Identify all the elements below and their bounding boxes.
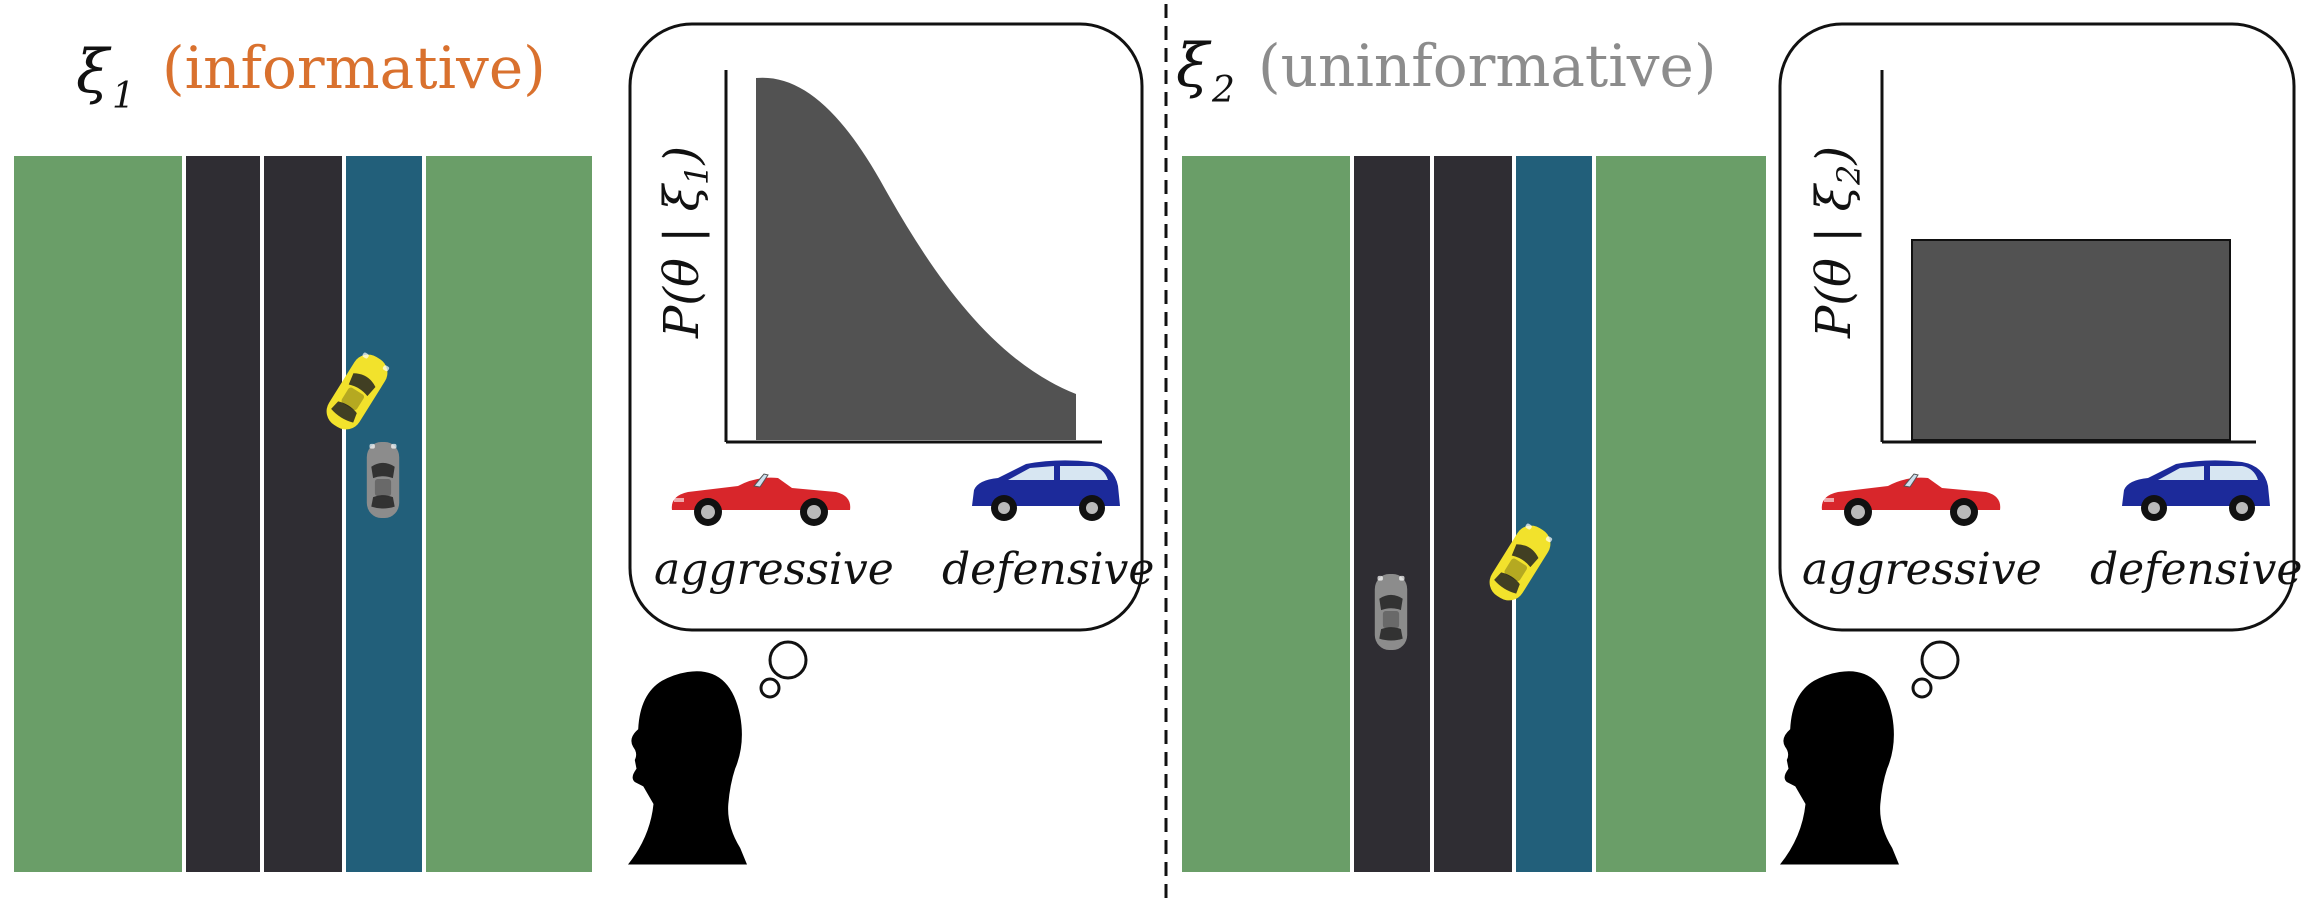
- panel-2-symbol: ξ: [1176, 31, 1212, 101]
- road-2: [1182, 156, 1766, 872]
- lane-line-1a: [182, 156, 186, 872]
- grass-right-1: [426, 156, 592, 872]
- caption-aggressive-1: aggressive: [654, 544, 894, 595]
- panel-2: ξ 2 (uninformative) P(θ | ξ2) aggressive…: [1176, 22, 2302, 872]
- lane-line-2b: [1430, 156, 1434, 872]
- caption-defensive-1: defensive: [942, 544, 1154, 595]
- panel-2-subscript: 2: [1211, 70, 1235, 111]
- thought-bubble-large-2-icon: [1920, 640, 1960, 680]
- road-1: [14, 156, 592, 872]
- lane-1b: [264, 156, 342, 872]
- lane-line-2a: [1350, 156, 1354, 872]
- panel-1-symbol: ξ: [76, 37, 112, 107]
- lane-2b: [1434, 156, 1512, 872]
- thought-bubble-large-1-icon: [768, 640, 808, 680]
- caption-defensive-2: defensive: [2090, 544, 2302, 595]
- belief-curve-2: [1911, 239, 2231, 441]
- belief-curve-1: [756, 77, 1076, 440]
- y-axis-label-1: P(θ | ξ1): [654, 146, 716, 339]
- lane-line-2d: [1592, 156, 1596, 872]
- panel-1: ξ 1 (informative) P(θ | ξ1) aggressive d…: [14, 22, 1154, 872]
- lane-line-1b: [260, 156, 264, 872]
- lane-line-1c: [342, 156, 346, 872]
- thought-bubble-small-1-icon: [759, 677, 781, 699]
- grass-left-1: [14, 156, 182, 872]
- lane-2c: [1516, 156, 1592, 872]
- panel-1-label: (informative): [162, 34, 546, 102]
- grass-left-2: [1182, 156, 1350, 872]
- lane-1a: [186, 156, 260, 872]
- human-head-1-icon: [628, 671, 747, 865]
- panel-1-subscript: 1: [112, 76, 135, 117]
- lane-2a: [1354, 156, 1430, 872]
- caption-aggressive-2: aggressive: [1802, 544, 2042, 595]
- lane-line-1d: [422, 156, 426, 872]
- thought-bubble-small-2-icon: [1911, 677, 1933, 699]
- human-car-1-icon: [366, 442, 400, 518]
- human-head-2-icon: [1780, 671, 1899, 865]
- grass-right-2: [1596, 156, 1766, 872]
- y-axis-label-2: P(θ | ξ2): [1806, 146, 1868, 339]
- human-car-2-icon: [1374, 574, 1408, 650]
- panel-2-label: (uninformative): [1258, 32, 1717, 100]
- lane-line-2c: [1512, 156, 1516, 872]
